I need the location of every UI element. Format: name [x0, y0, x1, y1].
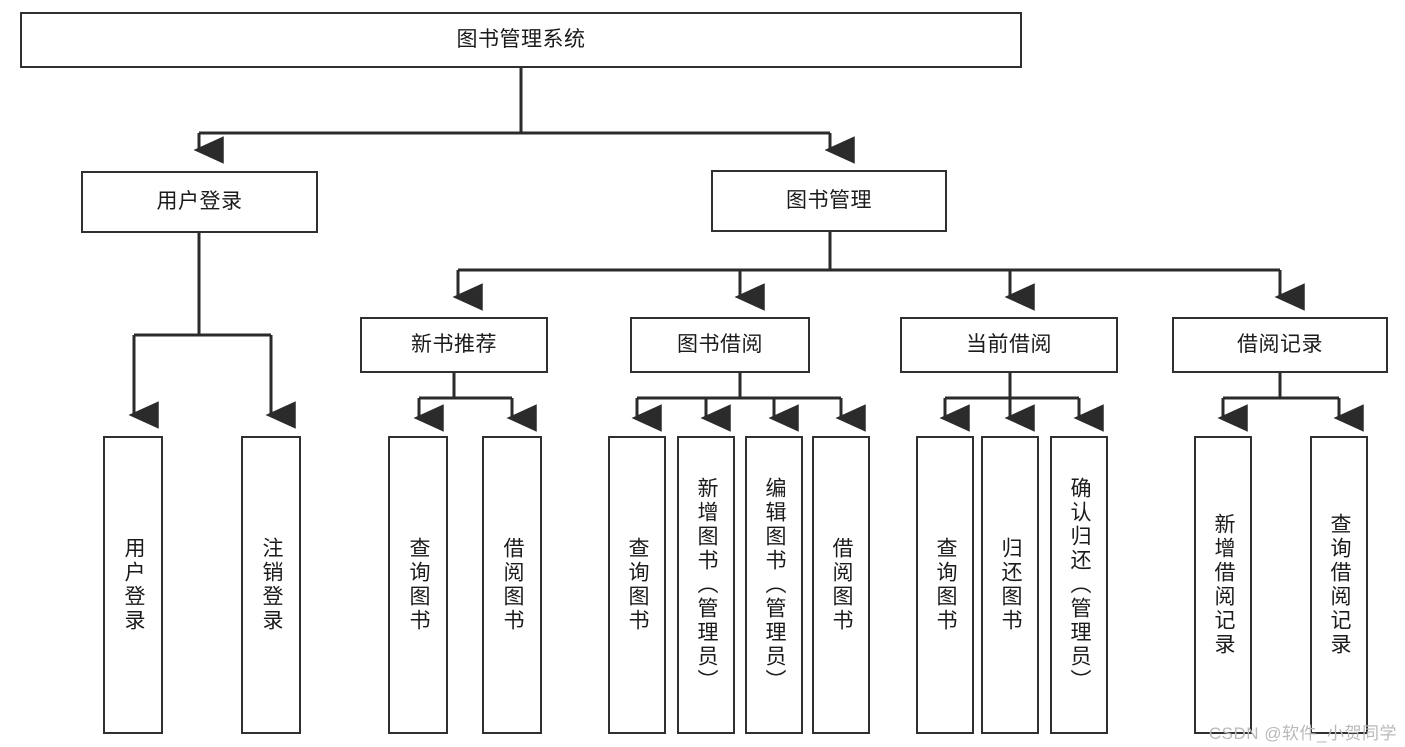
node-book-management[interactable]: 图书管理: [711, 170, 947, 232]
node-label: 借阅记录: [1237, 332, 1323, 356]
node-label: 注销登录: [260, 537, 284, 633]
leaf-user-login[interactable]: 用户登录: [103, 436, 163, 734]
node-label: 新书推荐: [411, 332, 497, 356]
leaf-query-book-current[interactable]: 查询图书: [916, 436, 974, 734]
leaf-query-book-newbook[interactable]: 查询图书: [388, 436, 448, 734]
node-book-borrow[interactable]: 图书借阅: [630, 317, 810, 373]
node-label: 查询借阅记录: [1328, 513, 1352, 657]
node-label: 编辑图书（管理员）: [763, 477, 787, 693]
node-label: 借阅图书: [501, 537, 525, 633]
node-label: 图书管理: [786, 188, 872, 212]
leaf-borrow-book[interactable]: 借阅图书: [812, 436, 870, 734]
leaf-query-book-borrow[interactable]: 查询图书: [608, 436, 666, 734]
node-root-system[interactable]: 图书管理系统: [20, 12, 1022, 68]
node-label: 查询图书: [934, 537, 958, 633]
node-label: 归还图书: [999, 537, 1023, 633]
leaf-confirm-return-admin[interactable]: 确认归还（管理员）: [1050, 436, 1108, 734]
node-borrow-record[interactable]: 借阅记录: [1172, 317, 1388, 373]
leaf-add-borrow-record[interactable]: 新增借阅记录: [1194, 436, 1252, 734]
node-label: 新增借阅记录: [1212, 513, 1236, 657]
node-label: 确认归还（管理员）: [1068, 477, 1092, 693]
node-label: 用户登录: [156, 189, 243, 213]
watermark: CSDN @软件_小贺同学: [1208, 724, 1397, 743]
node-label: 当前借阅: [966, 332, 1052, 356]
leaf-edit-book-admin[interactable]: 编辑图书（管理员）: [745, 436, 803, 734]
node-label: 查询图书: [626, 537, 650, 633]
node-label: 图书管理系统: [456, 27, 586, 51]
leaf-add-book-admin[interactable]: 新增图书（管理员）: [677, 436, 735, 734]
node-current-borrow[interactable]: 当前借阅: [900, 317, 1118, 373]
node-label: 图书借阅: [677, 332, 763, 356]
node-user-login[interactable]: 用户登录: [81, 171, 318, 233]
node-label: 新增图书（管理员）: [695, 477, 719, 693]
node-new-book-recommend[interactable]: 新书推荐: [360, 317, 548, 373]
leaf-logout-login[interactable]: 注销登录: [241, 436, 301, 734]
node-label: 查询图书: [407, 537, 431, 633]
leaf-query-borrow-record[interactable]: 查询借阅记录: [1310, 436, 1368, 734]
leaf-borrow-book-newbook[interactable]: 借阅图书: [482, 436, 542, 734]
leaf-return-book[interactable]: 归还图书: [981, 436, 1039, 734]
node-label: 用户登录: [122, 537, 146, 633]
node-label: 借阅图书: [830, 537, 854, 633]
